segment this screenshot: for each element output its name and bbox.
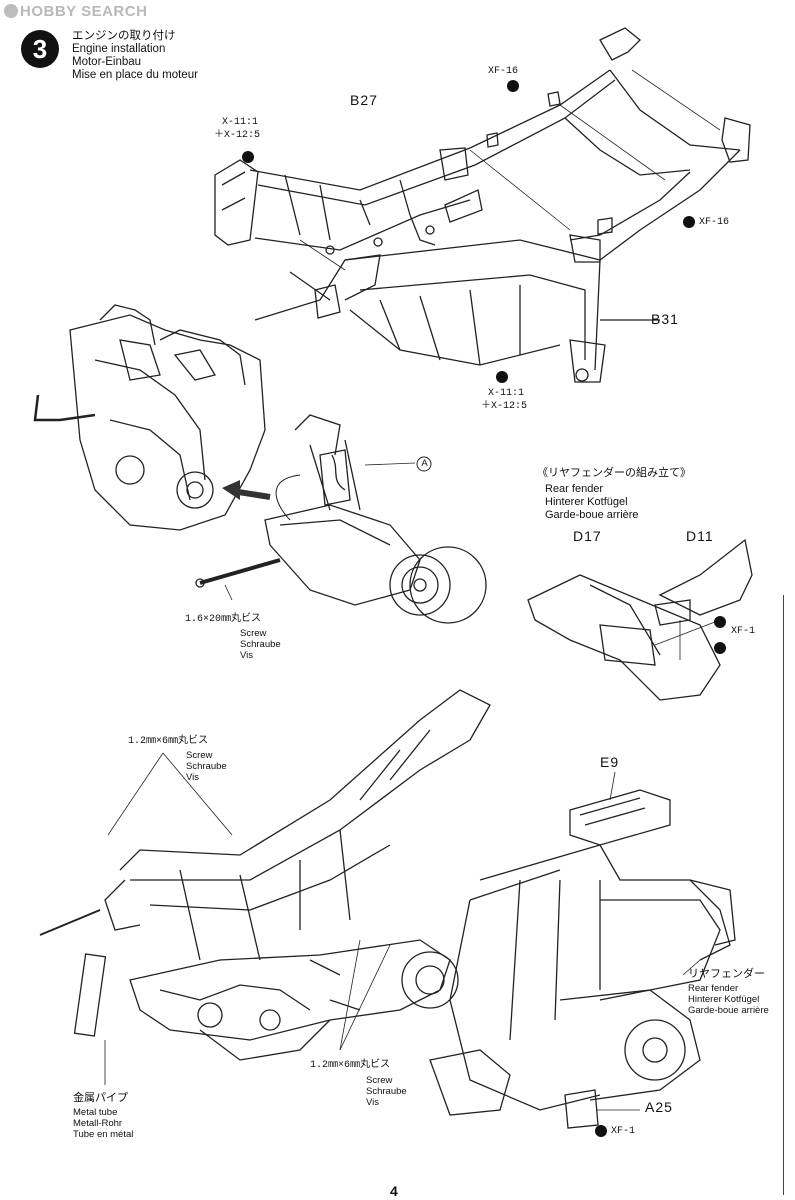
step-title-ja: エンジンの取り付け [72,30,176,42]
label-xf16-top: XF-16 [488,66,519,77]
right-margin-line [783,595,784,1195]
watermark-logo-icon [4,4,18,18]
screw-en-label: Screw [240,628,267,639]
assembly-arrow-icon [222,480,240,500]
paint-bottle-icon [714,642,726,654]
screw-bottom-de: Schraube [366,1086,407,1097]
bottom-right-assembly-drawing [429,789,736,1129]
part-b31: B31 [651,311,679,327]
screw-top-spec: 1.2㎜×6㎜丸ビス [128,736,209,747]
step-title-fr: Mise en place du moteur [72,69,198,81]
fender-de: Hinterer Kotfügel [688,994,760,1005]
paint-bottle-icons [242,80,726,1137]
swingarm-drawing [264,414,487,624]
paint-bottle-icon [507,80,519,92]
bottom-left-assembly-drawing [39,689,491,1061]
callout-a-circle-icon [416,456,432,472]
fender-fr: Garde-boue arrière [688,1005,769,1016]
watermark: HOBBY SEARCH [4,3,147,20]
metal-tube-fr: Tube en métal [73,1129,134,1140]
part-a25: A25 [645,1099,673,1115]
screw-top-en: Screw [186,750,213,761]
label-xf1-bottom: XF-1 [611,1126,636,1137]
screw-bottom-spec: 1.2㎜×6㎜丸ビス [310,1060,391,1071]
rear-fender-title-de: Hinterer Kotfügel [545,496,628,508]
rear-fender-title-ja: 《リヤフェンダーの組み立て》 [537,467,691,479]
page-number: 4 [390,1183,398,1199]
screw-top-fr: Vis [186,772,200,783]
label-xf16-right: XF-16 [699,217,730,228]
part-e9: E9 [600,754,620,770]
part-b27: B27 [350,92,378,108]
engine-drawing [33,304,266,531]
step-number-badge: 3 [21,30,59,68]
rear-fender-drawing [527,538,753,701]
paint-bottle-icon [496,371,508,383]
metal-tube-de: Metall-Rohr [73,1118,123,1129]
step-title-en: Engine installation [72,43,166,55]
fender-en: Rear fender [688,983,739,994]
frame-b27-drawing [214,27,751,263]
rear-fender-title-fr: Garde-boue arrière [545,509,639,521]
screw-top-de: Schraube [186,761,227,772]
fender-ja: リヤフェンダー [688,968,765,980]
label-x12-bottom: ＋X-12:5 [481,401,528,412]
step-titles: エンジンの取り付け Engine installation Motor-Einb… [72,30,198,82]
screw-bottom-en: Screw [366,1075,393,1086]
label-x12-top: ＋X-12:5 [214,130,261,141]
label-x11-bottom: X-11:1 [488,388,525,399]
rear-fender-title-en: Rear fender [545,483,604,495]
label-x11-top: X-11:1 [222,117,259,128]
screw-spec-label: 1.6×20㎜丸ビス [185,614,262,625]
paint-bottle-icon [595,1125,607,1137]
step-title-de: Motor-Einbau [72,56,142,68]
paint-bottle-icon [242,151,254,163]
part-d17: D17 [573,528,602,544]
screw-fr-label: Vis [240,650,254,661]
label-xf1-fender: XF-1 [731,626,756,637]
metal-tube-en: Metal tube [73,1107,118,1118]
callout-a-label: A [421,458,428,469]
screw-bottom-fr: Vis [366,1097,380,1108]
frame-b31-drawing [254,239,660,383]
paint-bottle-icon [714,616,726,628]
paint-bottle-icon [683,216,695,228]
metal-tube-ja: 金属パイプ [73,1092,128,1104]
part-d11: D11 [686,528,714,544]
screw-de-label: Schraube [240,639,281,650]
